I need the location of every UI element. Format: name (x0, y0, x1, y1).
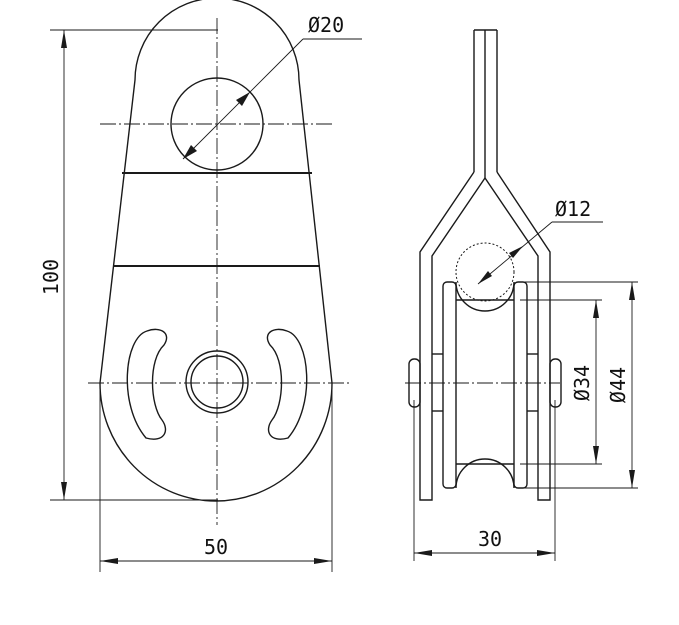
rope-hidden-circle (455, 242, 515, 302)
rope-groove-top (455, 281, 515, 312)
dimension-sheave-inner-label: Ø34 (570, 365, 594, 401)
dimension-rope-groove-label: Ø12 (555, 197, 591, 221)
left-cheek-plate (419, 171, 551, 501)
dimension-width: 50 (99, 386, 333, 572)
rope-groove-bottom (455, 458, 515, 489)
front-view-outline (99, 0, 333, 502)
dimension-sheave-outer-label: Ø44 (606, 367, 630, 403)
sheave-flange-right (513, 281, 528, 489)
dimension-eye-hole: Ø20 (182, 13, 362, 160)
sheave-flange-left (442, 281, 457, 489)
front-view (88, 0, 350, 525)
side-view (405, 29, 562, 501)
dimension-eye-hole-label: Ø20 (308, 13, 344, 37)
dimension-width-label: 50 (204, 535, 228, 559)
dimension-sheave-outer: Ø44 (520, 281, 638, 489)
dimension-side-width: 30 (413, 400, 556, 561)
dimension-side-width-label: 30 (478, 527, 502, 551)
dimension-sheave-inner: Ø34 (520, 299, 602, 465)
dimension-rope-groove: Ø12 (477, 197, 603, 285)
left-slot (126, 328, 168, 440)
dimension-height: 100 (39, 29, 218, 501)
right-slot (266, 328, 308, 440)
dimension-height-label: 100 (39, 259, 63, 295)
